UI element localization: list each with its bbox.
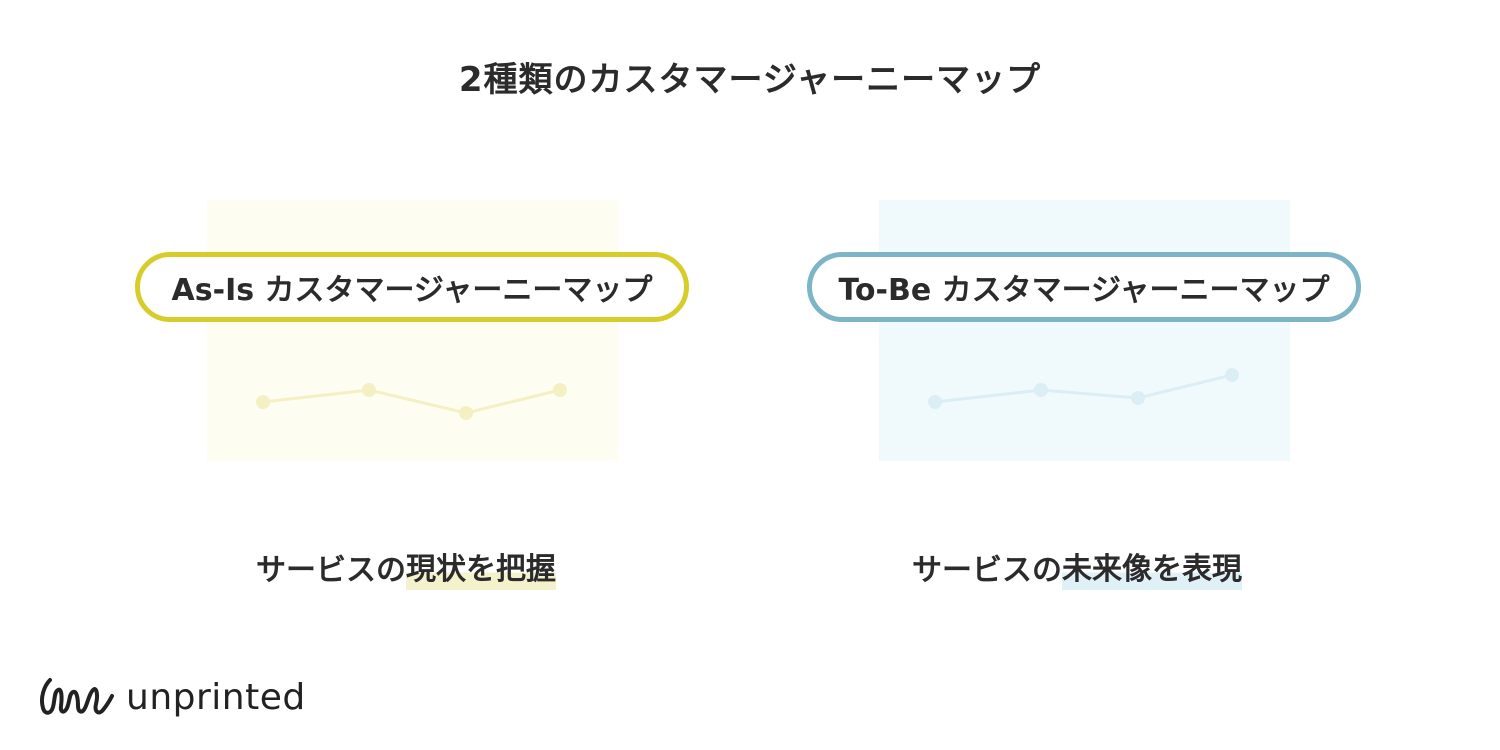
as-is-label-pill: As-Is カスタマージャーニーマップ	[135, 252, 689, 322]
as-is-point	[362, 383, 376, 397]
as-is-caption-plain: サービスの	[256, 553, 406, 588]
to-be-point	[1034, 383, 1048, 397]
to-be-caption-plain: サービスの	[912, 553, 1062, 588]
to-be-label: To-Be カスタマージャーニーマップ	[838, 273, 1330, 308]
to-be-point	[1131, 391, 1145, 405]
to-be-caption: サービスの未来像を表現	[912, 544, 1242, 590]
as-is-panel	[207, 200, 618, 461]
unprinted-logo: unprinted	[36, 672, 306, 722]
as-is-point	[459, 406, 473, 420]
logo-text: unprinted	[126, 676, 306, 718]
as-is-point	[553, 383, 567, 397]
to-be-trend-line	[934, 373, 1233, 404]
to-be-panel	[879, 200, 1290, 461]
as-is-label: As-Is カスタマージャーニーマップ	[171, 273, 653, 308]
unprinted-logo-icon	[39, 678, 114, 715]
to-be-label-pill: To-Be カスタマージャーニーマップ	[807, 252, 1361, 322]
to-be-point	[928, 395, 942, 409]
as-is-panel-bg	[207, 200, 618, 461]
to-be-point	[1225, 368, 1239, 382]
as-is-caption-highlight: 現状を把握	[406, 544, 556, 590]
as-is-line-illustration	[207, 200, 618, 461]
as-is-point	[256, 395, 270, 409]
page-title: 2種類のカスタマージャーニーマップ	[458, 60, 1042, 100]
as-is-trend-line	[262, 388, 561, 415]
to-be-caption-highlight: 未来像を表現	[1062, 544, 1242, 590]
to-be-line-illustration	[879, 200, 1290, 461]
as-is-caption: サービスの現状を把握	[256, 544, 556, 590]
to-be-panel-bg	[879, 200, 1290, 461]
